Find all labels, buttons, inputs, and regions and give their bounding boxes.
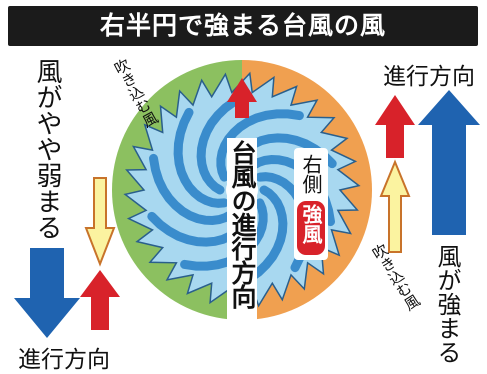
title-bar: 右半円で強まる台風の風 <box>8 6 478 46</box>
vortex-swirl-band <box>196 91 250 195</box>
strong-wind-label: 強風 <box>299 204 323 244</box>
diagram-title: 右半円で強まる台風の風 <box>99 11 386 40</box>
left-wind-label: 風がやや弱まる <box>32 58 62 240</box>
center-red-arrow <box>227 78 257 118</box>
vortex-swirl-band <box>216 109 304 182</box>
vortex-swirl-band <box>173 107 229 208</box>
typhoon-direction-label: 台風の進行方向 <box>228 140 257 308</box>
strong-wind-badge <box>297 201 325 255</box>
right-wind-label: 風が強まる <box>433 244 461 364</box>
left-direction-label: 進行方向 <box>18 347 110 373</box>
left-yellow-arrow <box>84 177 116 267</box>
vortex-swirl-band <box>149 153 240 226</box>
center-label-panel <box>227 138 257 320</box>
left-red-arrow <box>80 270 120 330</box>
left-blue-arrow <box>14 248 80 338</box>
right-blue-arrow <box>418 90 480 235</box>
right-side-label: 右側 <box>299 154 323 194</box>
right-red-arrow <box>375 95 415 158</box>
vortex-swirl-band <box>234 185 288 289</box>
right-yellow-arrow <box>379 159 411 253</box>
right-direction-label: 進行方向 <box>383 64 475 90</box>
